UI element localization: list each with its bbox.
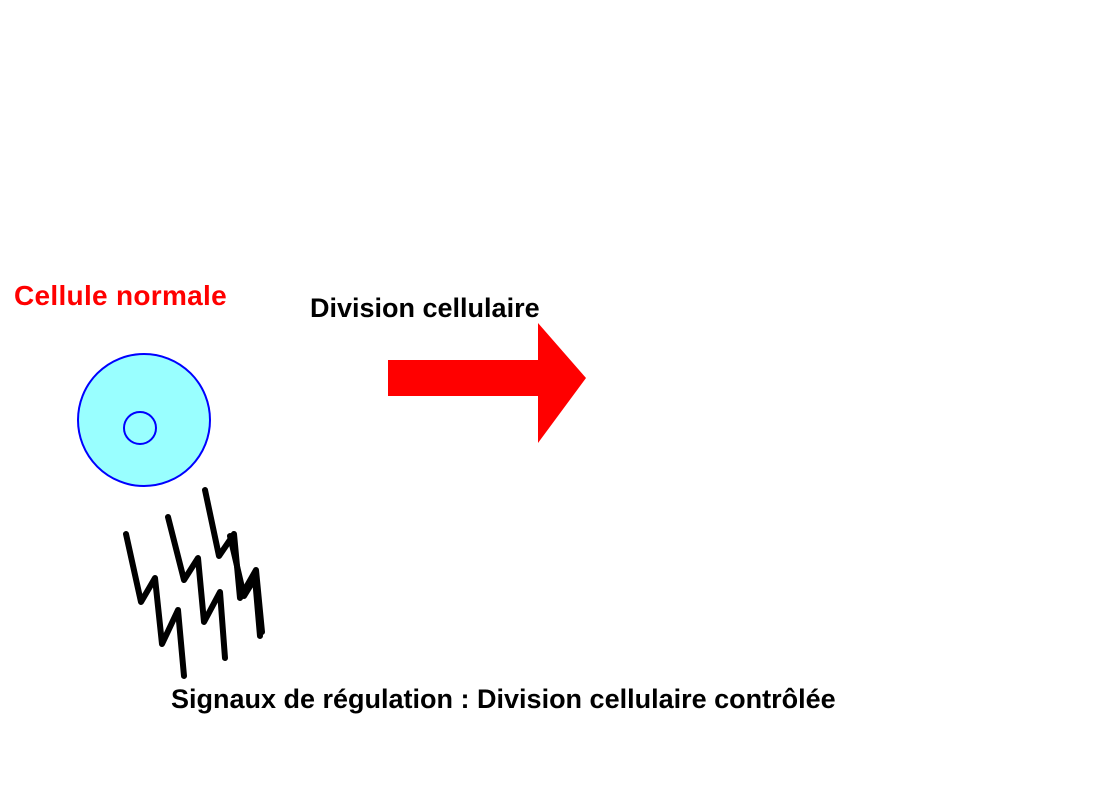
- division-label: Division cellulaire: [310, 293, 540, 323]
- normal-cell: [77, 353, 211, 487]
- cell-nucleus: [123, 411, 157, 445]
- lightning-bolt-icon: [227, 533, 263, 639]
- regulation-signals-label: Signaux de régulation : Division cellula…: [171, 684, 836, 714]
- regulation-signals: [123, 487, 265, 679]
- cell-label: Cellule normale: [14, 280, 228, 311]
- lightning-bolt-icon: [165, 514, 228, 661]
- lightning-bolt-icon: [123, 531, 187, 679]
- division-arrow-icon: [388, 323, 586, 443]
